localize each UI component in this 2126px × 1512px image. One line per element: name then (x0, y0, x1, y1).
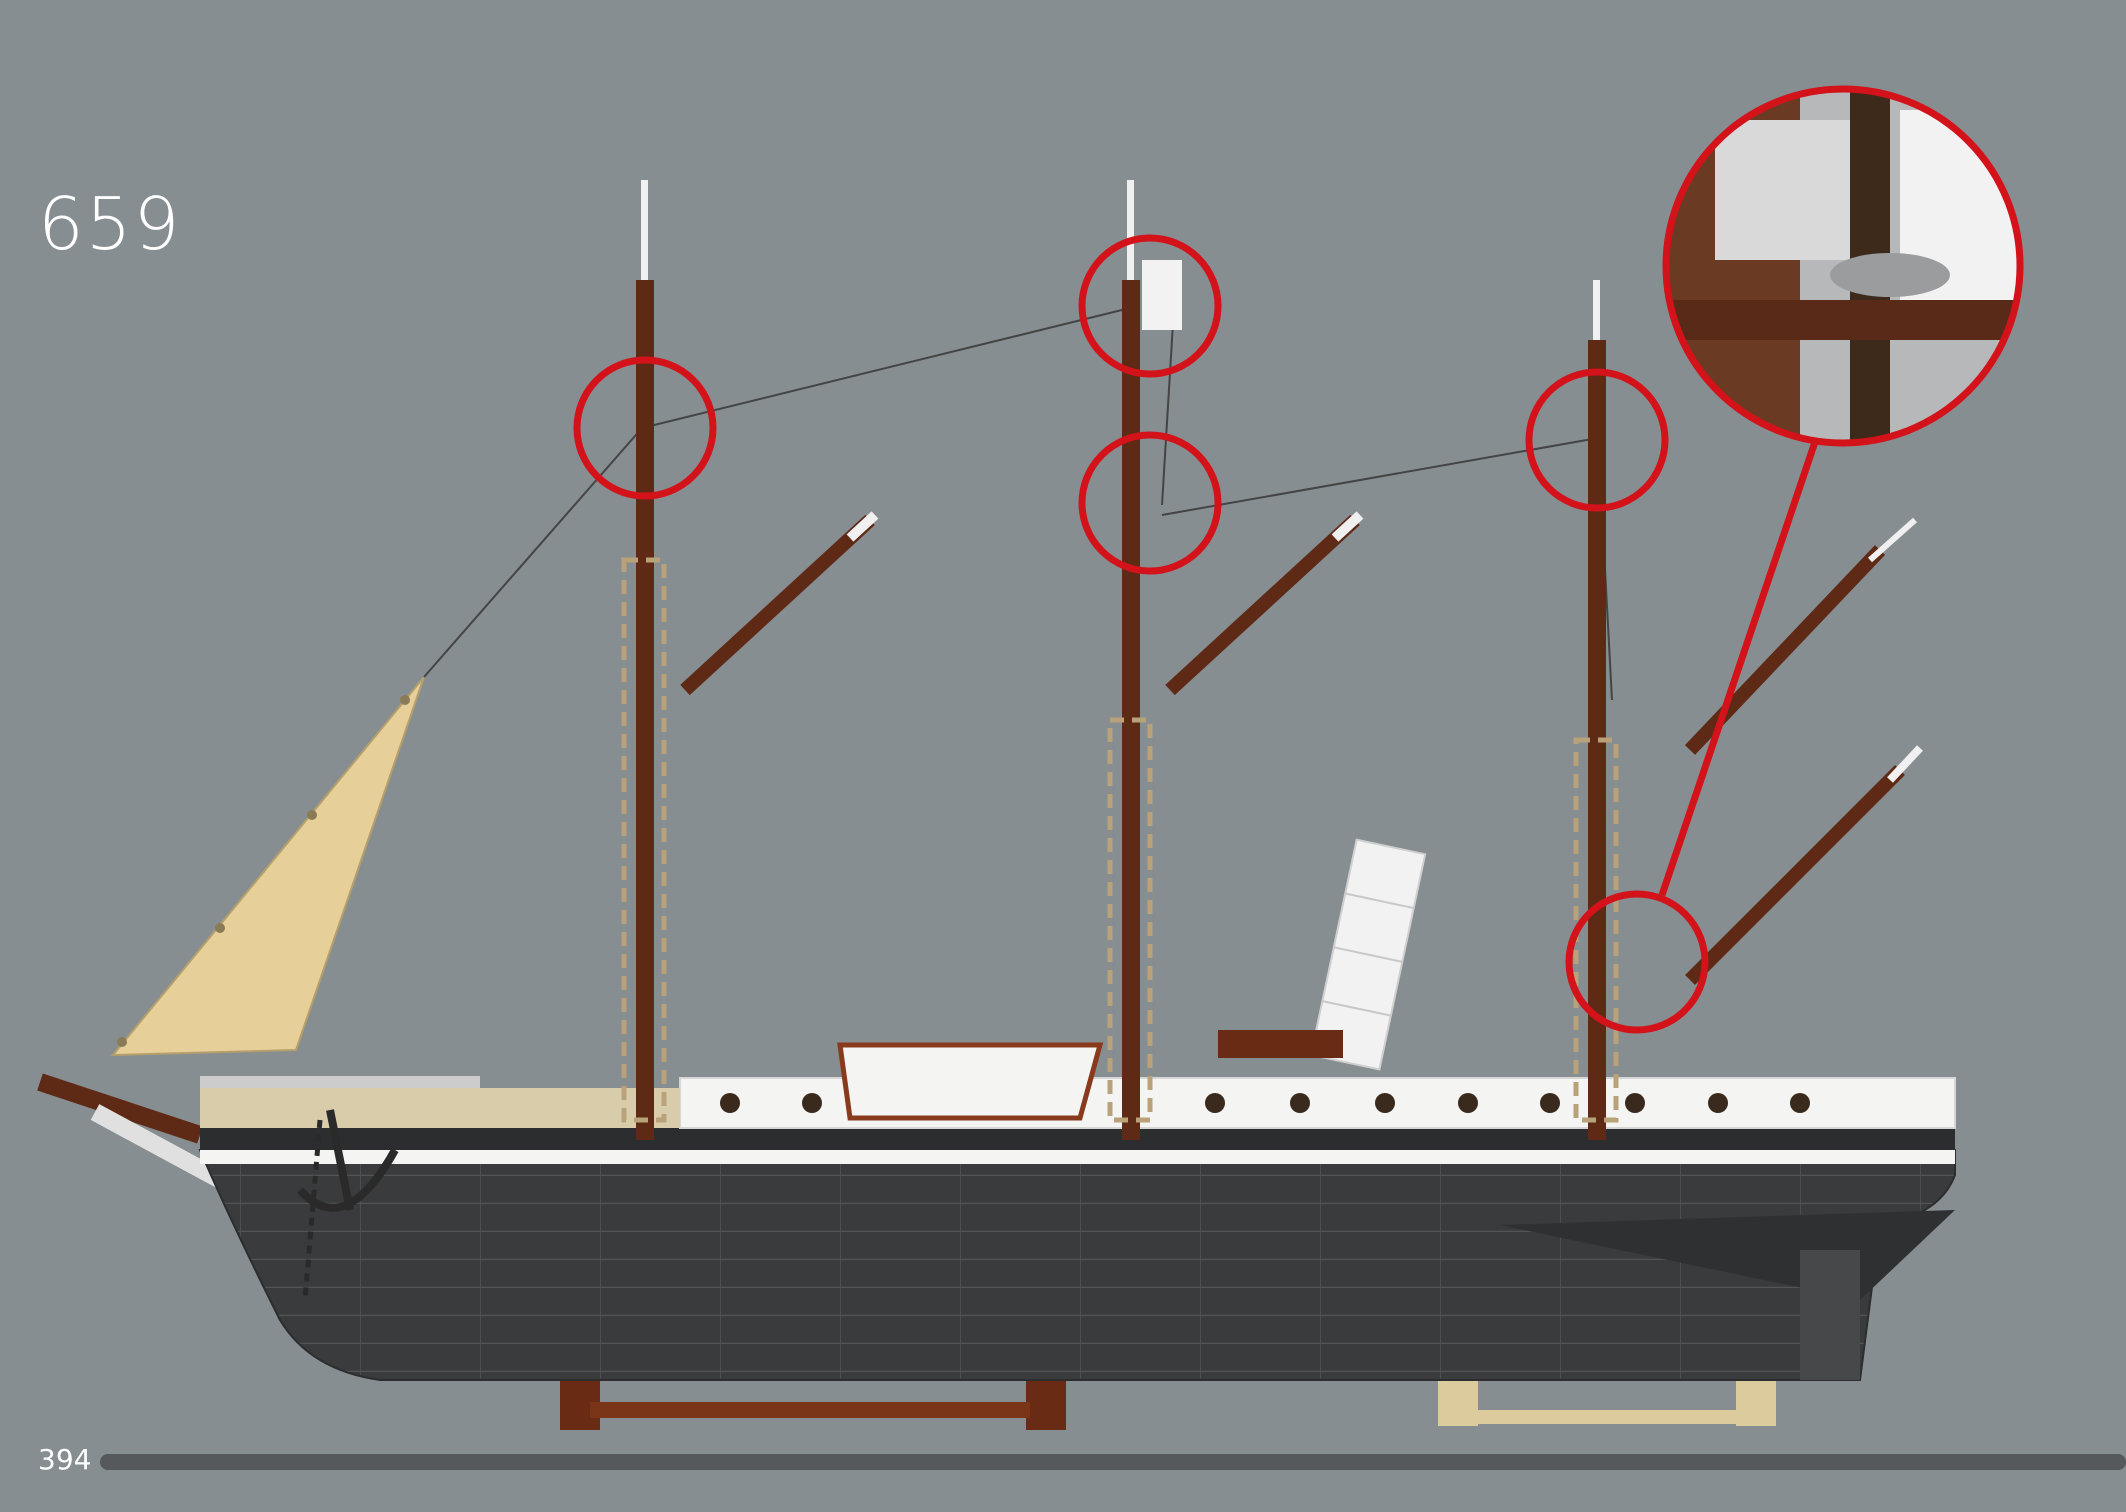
page-number: 394 (38, 1443, 92, 1476)
callout-mizzenmast-upper (1525, 368, 1669, 512)
callout-circles (573, 234, 1709, 1034)
foremast (621, 180, 879, 1140)
funnel (1309, 838, 1427, 1071)
progress-bar (100, 1454, 2126, 1470)
progress-bar-fill (100, 1454, 2126, 1470)
callout-mainmast-top (1078, 234, 1222, 378)
bowsprit-fittings (90, 1104, 235, 1193)
rigging-lines (423, 289, 1613, 701)
callout-mizzenmast-lower (1565, 890, 1709, 1034)
jib-sail (110, 676, 425, 1057)
callout-mainmast-mid (1078, 431, 1222, 575)
deck-structure (200, 1030, 1956, 1164)
anchor (297, 1109, 399, 1301)
mainmast (1107, 180, 1364, 1140)
bowsprit (37, 1073, 203, 1144)
step-number: 659 (38, 182, 182, 266)
callout-foremast-upper (573, 356, 717, 500)
hull (198, 1149, 1956, 1381)
detail-inset (1658, 85, 2024, 897)
